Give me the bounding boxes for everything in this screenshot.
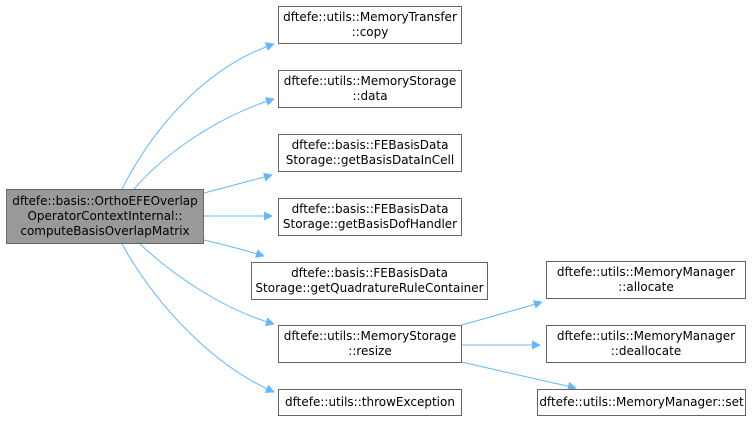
node-line: ::deallocate xyxy=(610,344,682,358)
node-memorystorage-resize[interactable]: dftefe::utils::MemoryStorage ::resize xyxy=(278,325,462,363)
node-memorymanager-set[interactable]: dftefe::utils::MemoryManager::set xyxy=(537,389,746,416)
node-line: dftefe::basis::FEBasisData xyxy=(291,266,448,280)
edge-to-data xyxy=(133,97,275,190)
node-line: ::resize xyxy=(348,344,392,358)
node-memorystorage-data[interactable]: dftefe::utils::MemoryStorage ::data xyxy=(278,70,462,108)
node-line: dftefe::utils::MemoryStorage xyxy=(283,329,457,343)
node-line: Storage::getBasisDataInCell xyxy=(285,153,455,167)
node-memorymanager-allocate[interactable]: dftefe::utils::MemoryManager ::allocate xyxy=(546,261,746,299)
node-line: dftefe::basis::FEBasisData xyxy=(291,138,449,152)
node-febasisdatastorage-getbasisdofhandler[interactable]: dftefe::basis::FEBasisData Storage::getB… xyxy=(278,198,462,236)
node-line: Storage::getQuadratureRuleContainer xyxy=(255,281,484,295)
node-memorymanager-deallocate[interactable]: dftefe::utils::MemoryManager ::deallocat… xyxy=(546,325,746,363)
edge-to-allocate xyxy=(461,300,543,326)
node-memorytransfer-copy[interactable]: dftefe::utils::MemoryTransfer ::copy xyxy=(278,6,462,44)
node-line: Storage::getBasisDofHandler xyxy=(282,217,458,231)
root-line-1: dftefe::basis::OrthoEFEOverlap xyxy=(12,194,198,208)
root-line-2: OperatorContextInternal:: xyxy=(27,209,183,223)
node-line: dftefe::utils::MemoryTransfer xyxy=(283,10,457,24)
node-line: dftefe::utils::MemoryStorage xyxy=(283,74,457,88)
edge-to-incell xyxy=(203,172,273,194)
node-line: ::copy xyxy=(351,25,389,39)
node-line: dftefe::utils::MemoryManager xyxy=(556,329,736,343)
node-line: dftefe::utils::throwException xyxy=(285,395,455,409)
node-throwexception[interactable]: dftefe::utils::throwException xyxy=(278,389,462,416)
edge-to-copy xyxy=(121,42,275,190)
node-line: ::data xyxy=(352,89,388,103)
node-febasisdatastorage-getbasisdataincell[interactable]: dftefe::basis::FEBasisData Storage::getB… xyxy=(278,134,462,172)
node-line: dftefe::basis::FEBasisData xyxy=(291,202,449,216)
edge-to-set xyxy=(461,361,577,391)
node-line: dftefe::utils::MemoryManager xyxy=(556,265,736,279)
root-line-3: computeBasisOverlapMatrix xyxy=(20,224,190,238)
node-line: dftefe::utils::MemoryManager::set xyxy=(539,395,744,409)
edge-to-quadrature xyxy=(203,239,265,258)
edge-to-throw xyxy=(121,243,275,393)
root-node: dftefe::basis::OrthoEFEOverlap OperatorC… xyxy=(6,189,204,244)
edge-to-resize xyxy=(139,243,275,327)
node-febasisdatastorage-getquadraturerulecontainer[interactable]: dftefe::basis::FEBasisData Storage::getQ… xyxy=(251,262,488,300)
node-line: ::allocate xyxy=(618,280,674,294)
